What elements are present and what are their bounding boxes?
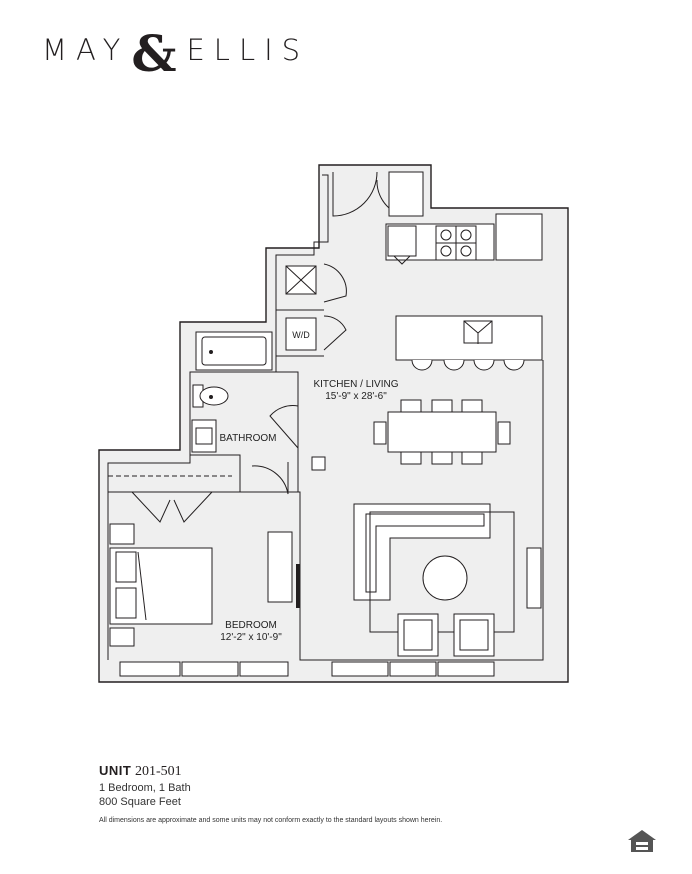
brand-logo-ellis: ELLIS (186, 33, 310, 67)
bar-stools (411, 359, 525, 371)
bathtub (195, 331, 273, 371)
unit-beds-baths: 1 Bedroom, 1 Bath (99, 782, 191, 794)
sofa (353, 503, 491, 601)
interior-wall-bath (190, 454, 298, 493)
bedroom-dimensions: 12'-2" x 10'-9" (220, 632, 282, 643)
coffee-table (422, 555, 468, 601)
armchairs (397, 613, 495, 657)
hvac-closet-icon (285, 265, 317, 295)
entry-door (332, 171, 424, 217)
washer-dryer-label: W/D (292, 330, 310, 340)
unit-info: UNIT 201-501 1 Bedroom, 1 Bath 800 Squar… (99, 763, 442, 824)
bedroom-door (251, 462, 289, 495)
dining-table (373, 399, 511, 465)
unit-title: UNIT 201-501 (99, 763, 442, 780)
equal-housing-icon (628, 830, 656, 852)
kitchen-dimensions: 15'-9" x 28'-6" (325, 391, 387, 402)
bathroom-label: BATHROOM (219, 433, 276, 444)
stove-icon (435, 225, 477, 261)
floor-area (98, 164, 569, 683)
window-bottom (119, 661, 495, 677)
kitchen-island (395, 315, 543, 361)
bedroom-closet (108, 475, 232, 523)
unit-area: 800 Square Feet (99, 796, 181, 808)
bedroom-label: BEDROOM (225, 620, 277, 631)
rug (369, 511, 515, 633)
dresser (267, 531, 293, 603)
bed (109, 523, 213, 647)
brand-logo-ampersand: & (131, 23, 177, 83)
unit-number: 201-501 (134, 764, 182, 779)
kitchen-label: KITCHEN / LIVING (313, 379, 398, 390)
console-table (526, 547, 542, 609)
brand-logo-may: MAY (42, 33, 130, 67)
bathroom-sink (191, 419, 217, 453)
column (311, 456, 326, 471)
sliding-door (296, 564, 300, 608)
closet-doors (323, 263, 347, 351)
bathroom-door (269, 405, 299, 450)
brand-logo: MAY & ELLIS (42, 24, 310, 83)
toilet (192, 384, 229, 408)
unit-label: UNIT (99, 763, 132, 778)
washer-dryer (285, 317, 317, 351)
interior-wall-closets (275, 174, 329, 372)
disclaimer: All dimensions are approximate and some … (99, 817, 443, 824)
